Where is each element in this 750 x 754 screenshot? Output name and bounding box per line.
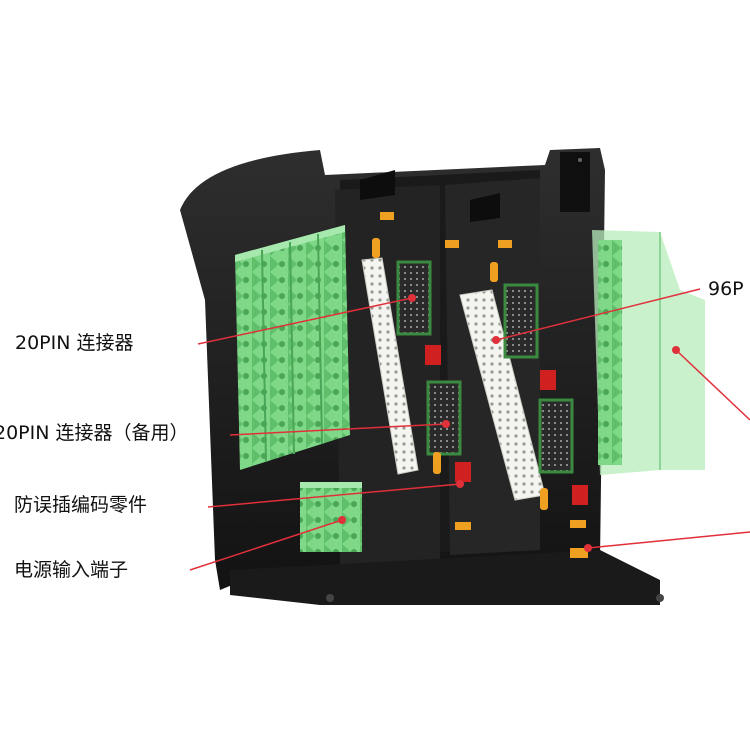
label-power-terminal: 电源输入端子 xyxy=(14,559,129,581)
connector-20pin-group xyxy=(396,260,574,474)
label-96pin-connector: 96P xyxy=(708,278,744,300)
leader-96 xyxy=(495,288,701,341)
leader-bottom xyxy=(587,531,750,549)
terminal-block-right xyxy=(592,230,705,475)
leader-20pin-spare xyxy=(229,423,447,436)
terminal-block-left xyxy=(235,225,350,470)
leader-power xyxy=(189,519,343,571)
orange-latches xyxy=(372,212,588,558)
leader-anti xyxy=(207,483,461,508)
top-clips xyxy=(360,170,500,222)
coding-parts xyxy=(425,345,588,505)
label-anti-misinsertion: 防误插编码零件 xyxy=(14,494,148,516)
leader-lines xyxy=(189,288,750,571)
label-20pin-connector-spare: 20PIN 连接器（备用） xyxy=(0,422,189,444)
leader-20pin xyxy=(197,297,413,345)
socket-left xyxy=(361,257,419,475)
leader-right-terminal xyxy=(675,349,750,421)
label-20pin-connector: 20PIN 连接器 xyxy=(15,332,134,354)
power-input-terminal xyxy=(300,482,362,552)
